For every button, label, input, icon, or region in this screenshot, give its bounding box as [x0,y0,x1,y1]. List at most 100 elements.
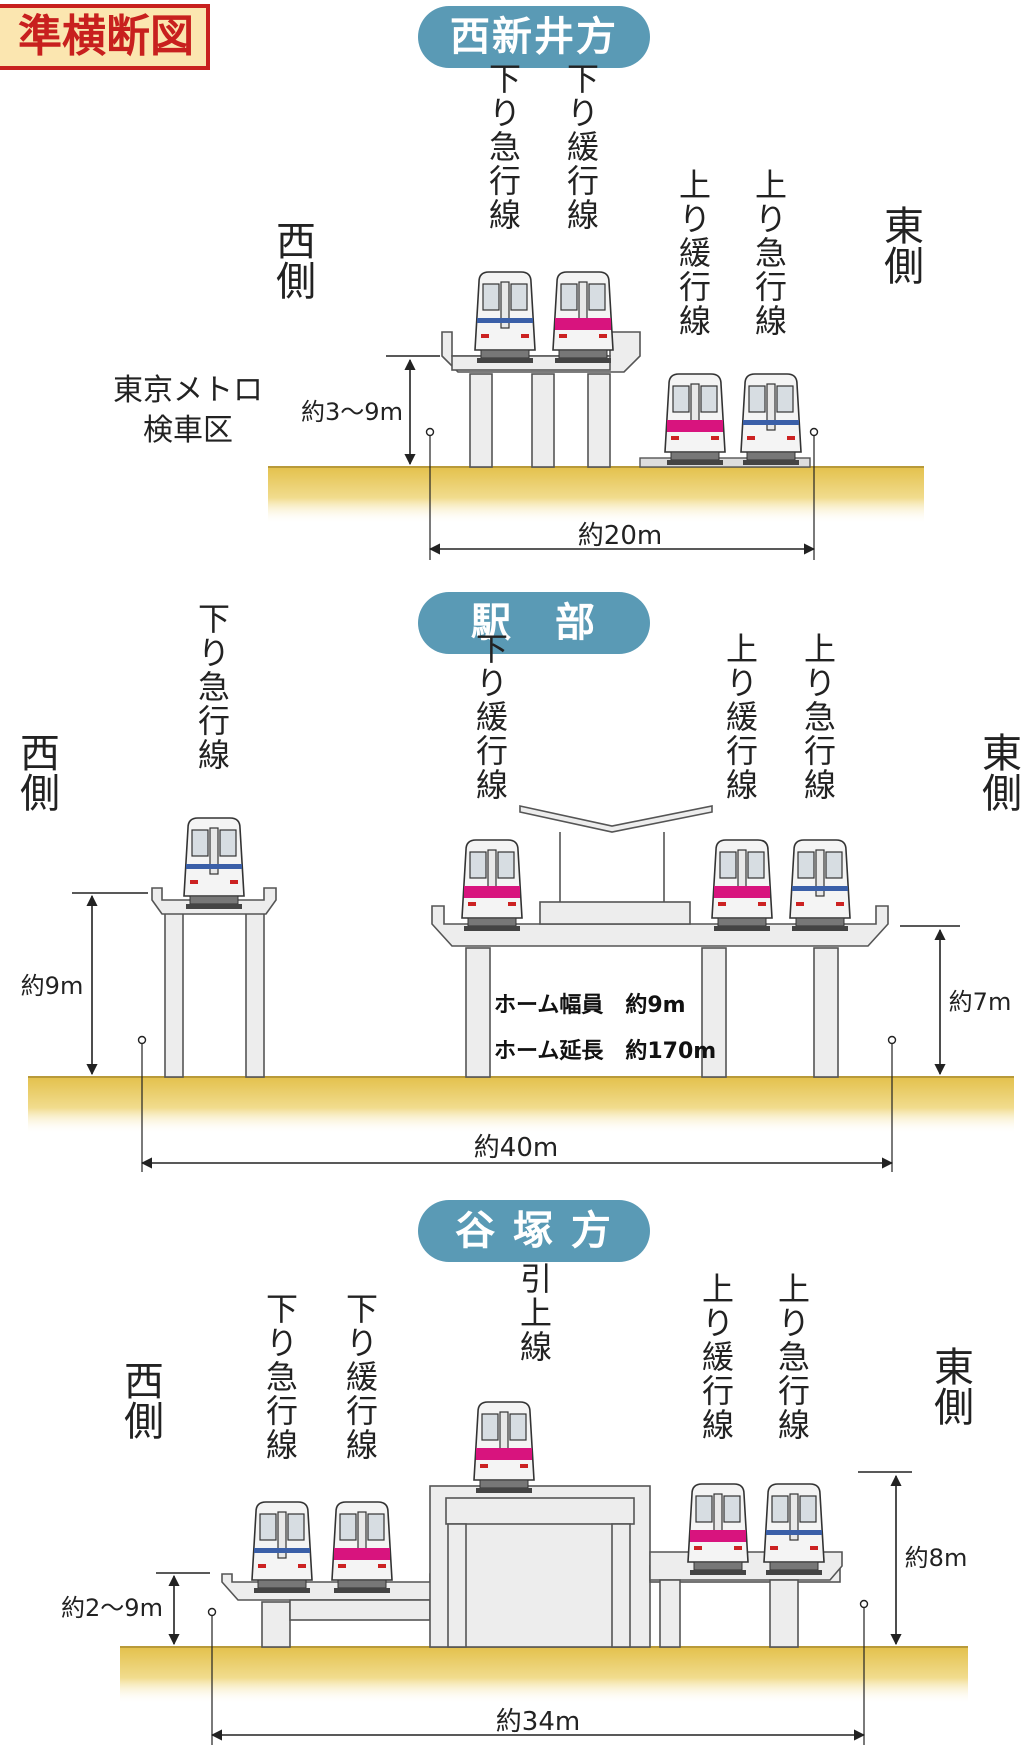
section-yatsuka: 西側 東側 約2〜9m 約8m 約34m [61,1346,974,1745]
train-door [789,1493,799,1541]
train-yatsuka-1 [331,1501,393,1593]
track-label-yatsuka-0: 下り急行線 [266,1290,298,1464]
train-light [521,334,529,338]
train-bogie [769,1561,819,1571]
train-light [480,1464,488,1468]
width-label: 約34m [496,1707,580,1737]
train-window [482,283,500,311]
train-light [230,880,238,884]
train-color-band [334,1548,390,1560]
train-color-band [766,1530,822,1535]
ground-band [120,1646,968,1704]
track-label-nishiarai-1: 下り緩行線 [567,60,599,234]
train-light [671,436,679,440]
section-heading-nishiarai: 西新井方 [418,6,650,68]
track-label-nishiarai-2: 上り緩行線 [679,166,711,340]
train-wheels [464,926,520,931]
train-wheels [254,1588,310,1593]
train-window [747,851,765,879]
platform-width-label: ホーム幅員 約9m [494,992,686,1018]
train-bogie [479,1479,529,1489]
boundary-post [859,1599,869,1609]
height-label-east: 約7m [949,988,1012,1016]
train-window [259,1513,277,1541]
train-station-0 [183,817,245,909]
train-nishiarai-1 [552,271,614,363]
train-wheels [186,904,242,909]
height-label-west: 約2〜9m [61,1594,163,1622]
east-label: 東側 [877,205,924,285]
section-nishiarai: 西側 東側 東京メトロ 検車区 約3〜9m 約20m [113,205,924,560]
track-label-yatsuka-2: 引上線 [520,1260,552,1366]
train-color-band [743,420,799,425]
west-label: 西側 [13,732,60,812]
train-door [815,849,825,897]
train-wheels [714,926,770,931]
train-light [520,1464,528,1468]
train-door [500,281,510,329]
depot-label-line1: 東京メトロ [113,373,263,408]
train-window [825,851,843,879]
viaduct-structure [441,331,641,468]
west-label: 西側 [269,220,316,300]
train-window [748,385,766,413]
track-label-station-2: 上り緩行線 [726,630,758,804]
train-light [338,1564,346,1568]
train-color-band [186,864,242,869]
train-light [559,334,567,338]
platform-length-label: ホーム延長 約170m [494,1038,716,1064]
train-bogie [693,1561,743,1571]
train-light [810,1546,818,1550]
height-label-west: 約9m [21,972,84,1000]
train-wheels [743,460,799,465]
train-window [776,385,794,413]
train-window [771,1495,789,1523]
train-wheels [476,1488,532,1493]
train-bogie [795,917,845,927]
east-label: 東側 [975,732,1022,812]
east-label: 東側 [927,1346,974,1426]
train-light [770,1546,778,1550]
train-bogie [558,349,608,359]
track-label-yatsuka-3: 上り緩行線 [702,1270,734,1444]
train-window [719,851,737,879]
train-door [766,383,776,431]
train-window [339,1513,357,1541]
track-label-station-0: 下り急行線 [198,600,230,774]
train-window [219,829,237,857]
train-color-band [792,886,848,891]
train-color-band [477,318,533,323]
train-light [747,436,755,440]
trains-and-track-labels: 下り急行線下り緩行線上り緩行線上り急行線下り急行線下り緩行線上り緩行線上り急行線… [183,60,851,1593]
track-label-station-3: 上り急行線 [804,630,836,804]
train-station-2 [711,839,773,931]
train-wheels [555,358,611,363]
train-window [799,1495,817,1523]
train-color-band [714,886,770,898]
train-wheels [477,358,533,363]
track-slab [639,457,811,468]
train-light [508,902,516,906]
track-label-station-1: 下り緩行線 [476,630,508,804]
train-window [588,283,606,311]
west-label: 西側 [117,1360,164,1440]
train-station-3 [789,839,851,931]
train-color-band [667,420,723,432]
train-light [298,1564,306,1568]
train-window [469,851,487,879]
train-color-band [555,318,611,330]
train-light [258,1564,266,1568]
train-light [481,334,489,338]
train-nishiarai-0 [474,271,536,363]
train-bogie [670,451,720,461]
train-light [758,902,766,906]
section-station: 西側 東側 約9m 約7m ホーム幅員 約9m ホーム延長 約170m 約40m [13,732,1022,1172]
width-label: 約20m [578,521,662,551]
train-window [700,385,718,413]
track-label-yatsuka-4: 上り急行線 [778,1270,810,1444]
train-light [190,880,198,884]
train-door [277,1511,287,1559]
train-window [510,283,528,311]
train-light [787,436,795,440]
